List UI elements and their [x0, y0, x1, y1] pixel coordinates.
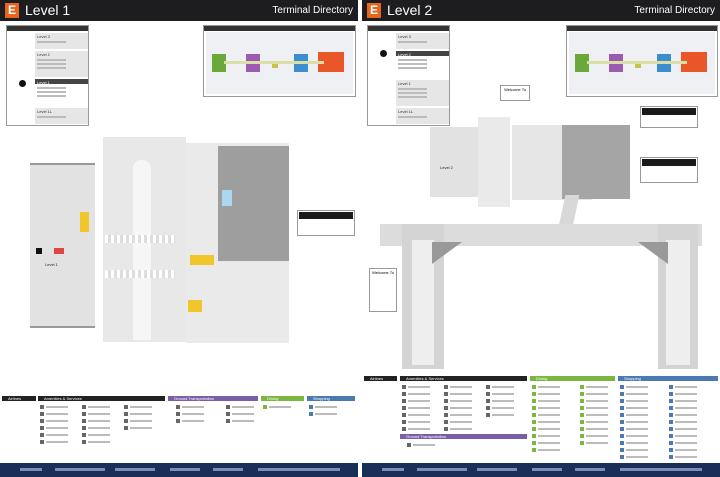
amenities-header: Amenities & Services — [400, 376, 527, 381]
airlines-header: Airlines — [2, 396, 36, 401]
directory-title: Terminal Directory — [634, 5, 715, 16]
level-1-label: Level 1 — [398, 81, 411, 86]
concourse — [380, 224, 702, 246]
terminal-logo: E — [367, 3, 381, 18]
ground-transportation-header: Ground Transportation — [400, 434, 527, 439]
level-2-label: Level 2 — [37, 52, 50, 57]
level-3-label: Level 3 — [398, 34, 411, 39]
airport-mini-map — [569, 32, 715, 94]
dining-header: Dining — [530, 376, 615, 381]
you-are-here-icon — [19, 80, 26, 87]
level-3-label: Level 3 — [37, 34, 50, 39]
rental-car-icon — [54, 248, 64, 254]
level-2-label: Level 2 — [398, 52, 411, 57]
welcome-sign: Welcome To — [500, 85, 530, 101]
parking-garage-area — [30, 163, 95, 328]
shopping-header: Shopping — [618, 376, 718, 381]
level-title: Level 1 — [25, 2, 71, 18]
level-1l-label: Level 1L — [37, 109, 53, 114]
hotel-info-box — [640, 106, 698, 128]
header: E Level 2 Terminal Directory — [362, 0, 720, 21]
terminal-logo: E — [5, 3, 19, 18]
airport-map-box — [566, 25, 718, 97]
parking-icon — [36, 248, 42, 254]
level-1l-label: Level 1L — [398, 109, 414, 114]
garage-area — [430, 127, 480, 197]
level-title: Level 2 — [387, 2, 433, 18]
footer-bar — [362, 463, 720, 477]
airport-map-box — [203, 25, 356, 97]
crosswalk — [105, 270, 175, 278]
header: E Level 1 Terminal Directory — [0, 0, 358, 21]
dining-header: Dining — [261, 396, 304, 401]
level-2-panel: E Level 2 Terminal Directory Level 3 Lev… — [362, 0, 720, 477]
ground-transportation-header: Ground Transportation — [168, 396, 258, 401]
map-level-label: Level 2 — [440, 165, 453, 170]
airlines-header: Airlines — [364, 376, 397, 381]
welcome-label: Welcome To — [372, 270, 394, 275]
terminal-levels-box: Level 3 Level 2 Level 1 Level 1L — [367, 25, 450, 126]
airport-mini-map — [206, 32, 353, 94]
amenities-header: Amenities & Services — [38, 396, 165, 401]
shopping-header: Shopping — [307, 396, 355, 401]
hotel-info-box — [297, 210, 355, 236]
hotel-info-box — [640, 157, 698, 183]
level-1-panel: E Level 1 Terminal Directory Level 3 Lev… — [0, 0, 358, 477]
level-1-label: Level 1 — [37, 80, 50, 85]
welcome-label: Welcome To — [504, 87, 526, 92]
terminal-levels-box: Level 3 Level 2 Level 1 Level 1L — [6, 25, 89, 126]
directory-title: Terminal Directory — [272, 5, 353, 16]
crosswalk — [105, 235, 175, 243]
secure-area — [562, 125, 630, 199]
map-level-label: Level 1 — [45, 262, 58, 267]
you-are-here-icon — [380, 50, 387, 57]
welcome-sign: Welcome To — [369, 268, 397, 312]
footer-bar — [0, 463, 358, 477]
